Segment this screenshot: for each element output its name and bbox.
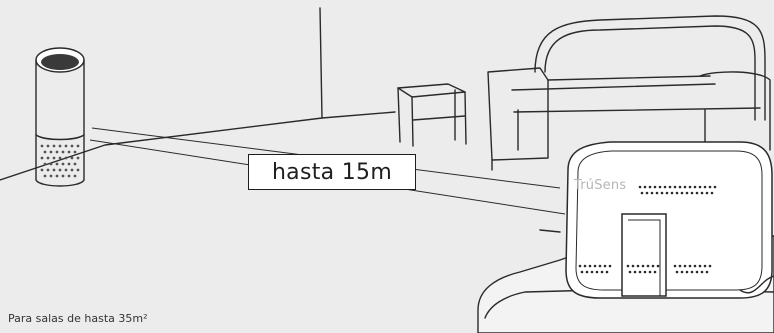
distance-label: hasta 15m <box>272 160 392 185</box>
sensor-device-icon <box>566 142 774 298</box>
purifier-grille <box>41 145 80 178</box>
side-table <box>398 84 466 146</box>
room-size-caption: Para salas de hasta 35m² <box>8 312 148 325</box>
distance-label-box: hasta 15m <box>248 154 416 190</box>
brand-logo: TrúSens <box>574 178 626 193</box>
